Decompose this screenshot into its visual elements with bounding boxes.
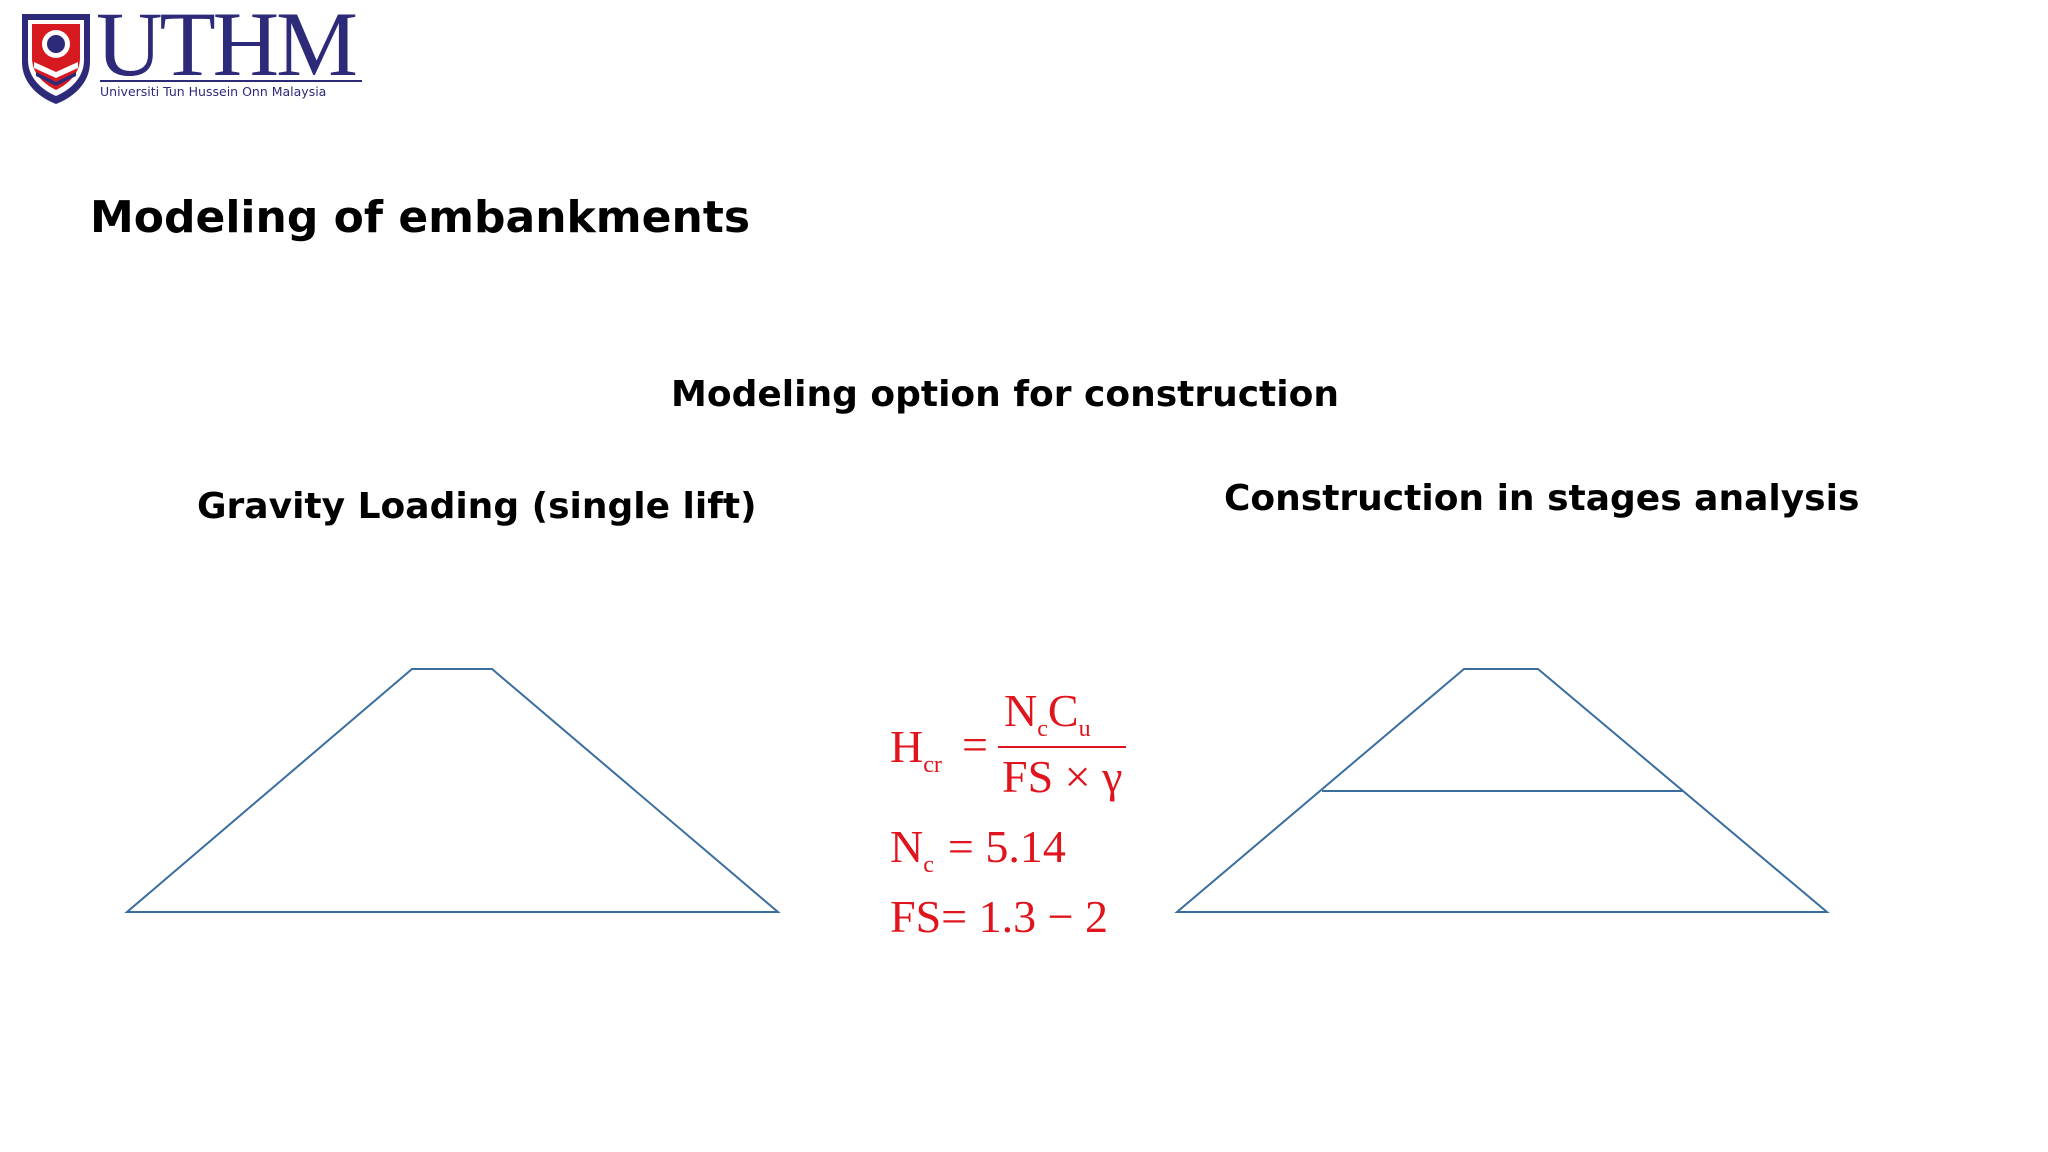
equals-sign: = <box>962 719 988 770</box>
fs-equation: FS= 1.3 − 2 <box>890 891 1109 942</box>
slide-subtitle: Modeling option for construction <box>671 374 1339 415</box>
logo-wordmark: UTHM <box>96 0 358 95</box>
single-lift-embankment <box>124 668 781 913</box>
logo-divider <box>100 80 362 82</box>
fraction-denominator: FS × γ <box>1002 751 1123 802</box>
uthm-shield-icon <box>22 14 90 104</box>
nc-equation: Nc= 5.14 <box>890 821 1066 878</box>
hcr-symbol: Hcr <box>890 721 942 778</box>
logo-subtitle: Universiti Tun Hussein Onn Malaysia <box>100 84 327 99</box>
right-diagram-title: Construction in stages analysis <box>1224 478 1860 519</box>
slide-title: Modeling of embankments <box>90 192 751 243</box>
uthm-logo: UTHM Universiti Tun Hussein Onn Malaysia <box>16 0 362 106</box>
critical-height-equation: Hcr = NcCu FS × γ <box>890 685 1130 810</box>
fraction-bar <box>998 746 1126 748</box>
fraction-numerator: NcCu <box>1004 685 1091 742</box>
staged-embankment <box>1174 668 1830 913</box>
left-diagram-title: Gravity Loading (single lift) <box>197 486 757 527</box>
